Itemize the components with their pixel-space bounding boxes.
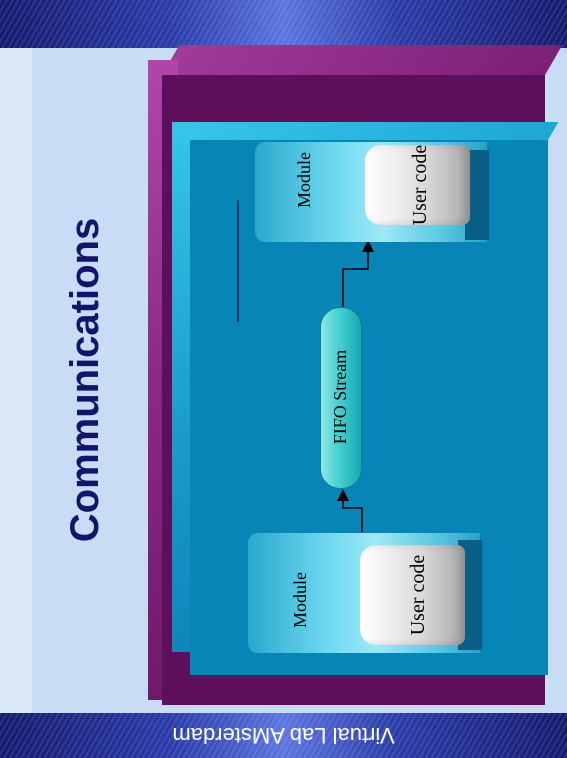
footer-text: Virtual Lab AMsterdam	[172, 723, 395, 749]
user-code-bottom-label: User code	[407, 554, 429, 636]
header-bar	[0, 0, 567, 48]
user-code-top-label: User code	[409, 144, 431, 226]
footer-bar: Virtual Lab AMsterdam	[0, 713, 567, 758]
fifo-stream-label: FIFO Stream	[330, 349, 350, 445]
connector-stream-to-top-module	[342, 248, 369, 307]
board-side-face	[172, 122, 192, 652]
left-panel	[0, 48, 32, 713]
arrow-head-bottom	[337, 489, 349, 501]
module-top-label: Module	[294, 152, 314, 208]
connector-bottom-module-to-stream	[342, 497, 363, 532]
arrow-head-top	[362, 240, 374, 252]
fifo-stream	[320, 307, 362, 489]
user-code-bottom	[360, 545, 465, 645]
user-code-top	[365, 145, 470, 225]
module-bottom-label: Module	[290, 572, 310, 628]
